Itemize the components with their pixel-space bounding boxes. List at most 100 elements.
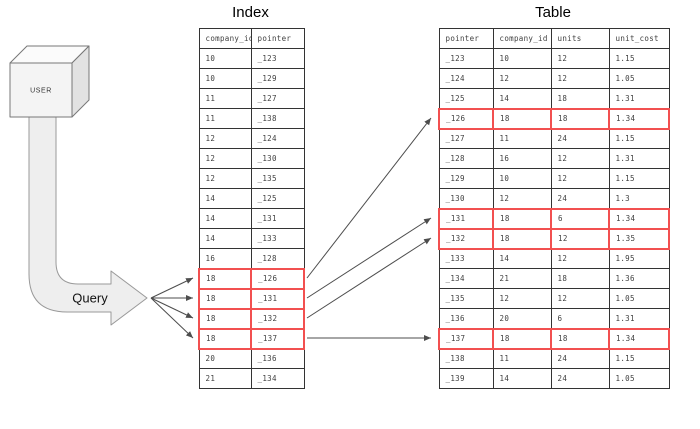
table-cell: 21 [492,268,552,289]
table-cell: 1.15 [608,48,670,69]
query-to-index-arrow [150,297,194,339]
table-cell: 10 [492,168,552,189]
table-cell: 12 [492,68,552,89]
table-cell: _125 [438,88,494,109]
table-row: 18_131 [198,287,305,310]
table-cell: 18 [492,327,552,350]
column-header: pointer [250,28,305,49]
column-header: pointer [438,28,494,49]
table-cell: _133 [438,248,494,269]
table-cell: 14 [198,188,252,209]
table-cell: 18 [550,107,610,130]
table-cell: _123 [438,48,494,69]
table-cell: 6 [550,207,610,230]
table-cell: _125 [250,188,305,209]
table-cell: 24 [550,128,610,149]
table-cell: 14 [492,248,552,269]
table-cell: 14 [198,228,252,249]
table-cell: 12 [550,227,610,250]
table-cell: _128 [250,248,305,269]
table-cell: _127 [438,128,494,149]
table-cell: 18 [550,268,610,289]
query-to-index-arrow [150,297,194,319]
table-cell: 24 [550,348,610,369]
table-cell: 18 [198,287,252,310]
table-cell: 16 [198,248,252,269]
table-title: Table [535,4,571,21]
table-cell: 11 [492,128,552,149]
table-cell: _124 [438,68,494,89]
table-cell: _123 [250,48,305,69]
table-cell: 14 [492,368,552,389]
table-cell: 1.95 [608,248,670,269]
index-to-table-arrow [306,117,432,279]
table-cell: _139 [438,368,494,389]
table-cell: 14 [198,208,252,229]
table-cell: 1.15 [608,348,670,369]
column-header: unit_cost [608,28,670,49]
table-cell: 18 [492,207,552,230]
table-row: 11_138 [198,108,305,129]
table-cell: 12 [550,48,610,69]
table-cell: 1.05 [608,288,670,309]
table-cell: 12 [198,148,252,169]
table-cell: _137 [438,327,494,350]
table-cell: 6 [550,308,610,329]
table-cell: _130 [438,188,494,209]
user-label: USER [30,88,52,95]
table-cell: _134 [438,268,494,289]
table-cell: 18 [198,307,252,330]
table-cell: _128 [438,148,494,169]
table-cell: 11 [198,108,252,129]
table-cell: 12 [550,288,610,309]
table-row: 10_129 [198,68,305,89]
table-cell: 10 [492,48,552,69]
column-header: company_id [492,28,552,49]
table-cell: 12 [550,68,610,89]
table-cell: _126 [250,267,305,290]
table-row: 21_134 [198,368,305,389]
table-cell: _135 [438,288,494,309]
table-cell: 1.34 [608,207,670,230]
table-row: 18_132 [198,307,305,330]
table-cell: 24 [550,188,610,209]
table-cell: 16 [492,148,552,169]
table-cell: _135 [250,168,305,189]
table-cell: _133 [250,228,305,249]
table-cell: _137 [250,327,305,350]
table-cell: 1.3 [608,188,670,209]
table-cell: 1.31 [608,148,670,169]
table-cell: 20 [492,308,552,329]
table-cell: _126 [438,107,494,130]
table-row: 20_136 [198,348,305,369]
table-cell: _138 [438,348,494,369]
table-cell: _131 [438,207,494,230]
table-cell: 21 [198,368,252,389]
table-row: 18_126 [198,267,305,290]
table-cell: 1.05 [608,68,670,89]
table-cell: 20 [198,348,252,369]
table-cell: _136 [438,308,494,329]
table-cell: _129 [438,168,494,189]
table-row: 12_130 [198,148,305,169]
table-cell: 12 [550,168,610,189]
table-cell: 1.05 [608,368,670,389]
